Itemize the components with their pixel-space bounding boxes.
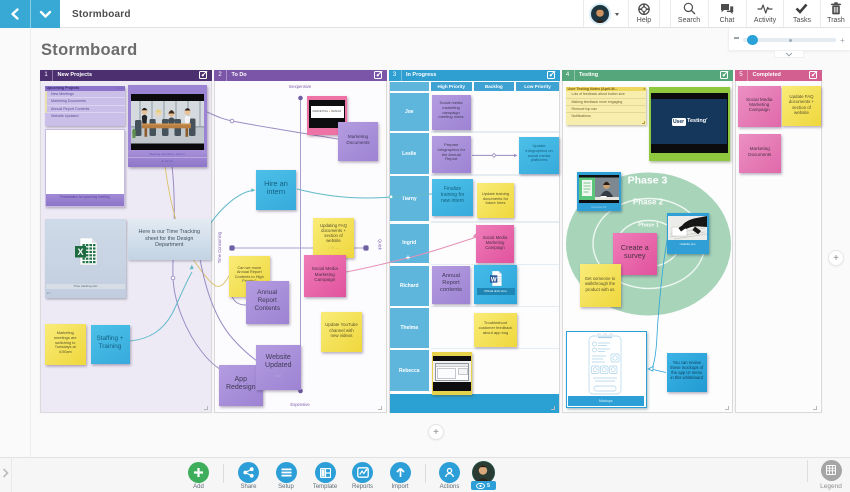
svg-text:W: W: [491, 277, 497, 283]
svg-text:X: X: [77, 247, 83, 257]
svg-text:Phase 3: Phase 3: [627, 175, 667, 187]
svg-text:Phase 2: Phase 2: [632, 198, 663, 207]
svg-text:Phase 1: Phase 1: [638, 223, 659, 229]
